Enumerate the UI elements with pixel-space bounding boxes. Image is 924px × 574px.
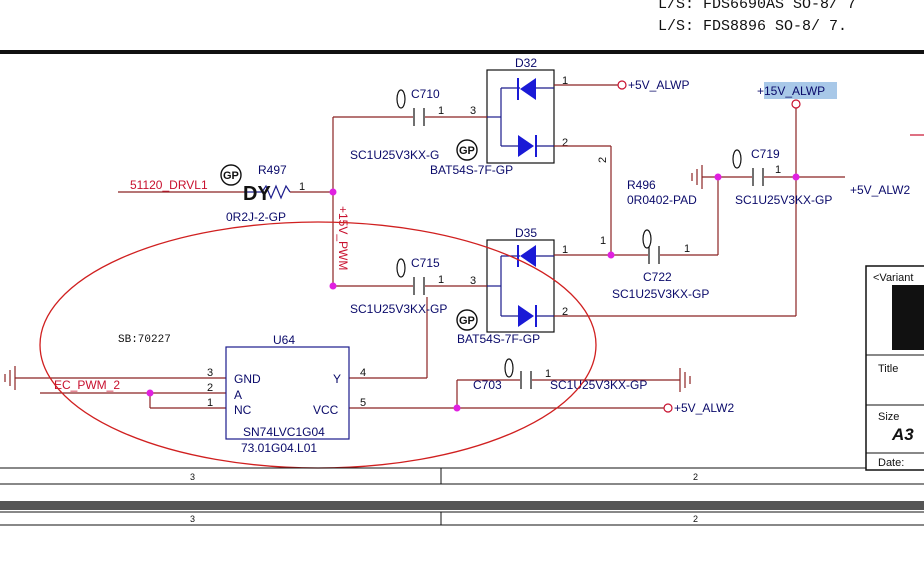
capacitor-c719[interactable] bbox=[752, 168, 764, 186]
sheet-frame-bottom bbox=[0, 467, 924, 526]
c719-pin1: 1 bbox=[775, 164, 781, 176]
frame-col-2-lower: 2 bbox=[693, 514, 698, 524]
d32-ref: D32 bbox=[515, 56, 537, 70]
d32-value: BAT54S-7F-GP bbox=[430, 163, 513, 177]
u64-pin2: 2 bbox=[207, 382, 213, 394]
r497-value: 0R2J-2-GP bbox=[226, 210, 286, 224]
frame-col-3-upper: 3 bbox=[190, 472, 195, 482]
frame-col-3-lower: 3 bbox=[190, 514, 195, 524]
u64-nc-label: NC bbox=[234, 403, 252, 417]
diode-d35[interactable] bbox=[486, 239, 555, 333]
r497-ref: R497 bbox=[258, 163, 287, 177]
titleblock-size: A3 bbox=[891, 425, 914, 444]
u64-a-label: A bbox=[234, 388, 242, 402]
c722-pin1: 1 bbox=[684, 243, 690, 255]
capacitor-c710[interactable] bbox=[413, 108, 425, 126]
r497-dy-label: DY bbox=[243, 183, 271, 205]
d35-pin1: 1 bbox=[562, 244, 568, 256]
u64-gnd-label: GND bbox=[234, 372, 261, 386]
c715-value: SC1U25V3KX-GP bbox=[350, 302, 447, 316]
svg-text:GP: GP bbox=[459, 315, 475, 327]
titleblock-variant: <Variant bbox=[873, 272, 913, 284]
c703-value: SC1U25V3KX-GP bbox=[550, 378, 647, 392]
u64-pin3: 3 bbox=[207, 367, 213, 379]
d35-pin2: 2 bbox=[562, 306, 568, 318]
capacitor-c703[interactable] bbox=[520, 371, 532, 389]
c722-value: SC1U25V3KX-GP bbox=[612, 287, 709, 301]
capacitor-c722[interactable] bbox=[648, 246, 660, 264]
diode-d32[interactable] bbox=[486, 69, 555, 164]
net-15v-pwm: +15V_PWM bbox=[336, 206, 350, 270]
c703-ref: C703 bbox=[473, 378, 502, 392]
d32-pin3: 3 bbox=[470, 105, 476, 117]
net-15v-alwp-highlight bbox=[764, 82, 837, 99]
titleblock-size-label: Size bbox=[878, 411, 899, 423]
d35-pin3: 3 bbox=[470, 275, 476, 287]
d32-pin2: 2 bbox=[562, 137, 568, 149]
titleblock-title: Title bbox=[878, 363, 898, 375]
c710-value: SC1U25V3KX-G bbox=[350, 148, 439, 162]
ground-symbol-c719 bbox=[691, 165, 703, 189]
ic-u64[interactable] bbox=[225, 346, 350, 440]
svg-text:GP: GP bbox=[459, 145, 475, 157]
net-ec-pwm: EC_PWM_2 bbox=[54, 378, 120, 392]
svg-text:GP: GP bbox=[223, 170, 239, 182]
u64-y-label: Y bbox=[333, 372, 341, 386]
gp-badge-ovals bbox=[396, 89, 742, 378]
c703-pin1: 1 bbox=[545, 368, 551, 380]
c719-ref: C719 bbox=[751, 147, 780, 161]
u64-ref: U64 bbox=[273, 333, 295, 347]
net-15v-alwp: +15V_ALWP bbox=[757, 84, 825, 98]
c710-ref: C710 bbox=[411, 87, 440, 101]
resistor-r497[interactable] bbox=[244, 184, 291, 200]
capacitor-c715[interactable] bbox=[413, 277, 425, 295]
d35-ref: D35 bbox=[515, 226, 537, 240]
frame-col-2-upper: 2 bbox=[693, 472, 698, 482]
net-5v-alw2-right: +5V_ALW2 bbox=[850, 183, 910, 197]
title-block bbox=[865, 134, 924, 471]
d35-value: BAT54S-7F-GP bbox=[457, 332, 540, 346]
r496-pin1: 1 bbox=[600, 235, 606, 247]
c710-pin1: 1 bbox=[438, 105, 444, 117]
gp-markers: GP GP GP bbox=[220, 139, 478, 331]
u64-partnumber: 73.01G04.L01 bbox=[241, 441, 317, 455]
u64-pin5: 5 bbox=[360, 397, 366, 409]
c719-value: SC1U25V3KX-GP bbox=[735, 193, 832, 207]
u64-value: SN74LVC1G04 bbox=[243, 425, 325, 439]
u64-pin1: 1 bbox=[207, 397, 213, 409]
titleblock-date: Date: bbox=[878, 457, 904, 469]
r496-pin2: 2 bbox=[597, 157, 609, 163]
wires bbox=[15, 84, 845, 409]
r496-ref: R496 bbox=[627, 178, 656, 192]
header-line-2: L/S: FDS8896 SO-8/ 7. bbox=[658, 18, 847, 35]
u64-vcc-label: VCC bbox=[313, 403, 339, 417]
d32-pin1: 1 bbox=[562, 75, 568, 87]
r497-pin1: 1 bbox=[299, 181, 305, 193]
net-5v-alwp: +5V_ALWP bbox=[628, 78, 689, 92]
net-5v-alw2-bottom: +5V_ALW2 bbox=[674, 401, 734, 415]
note-sb: SB:70227 bbox=[118, 334, 171, 346]
junctions bbox=[146, 173, 800, 412]
c715-ref: C715 bbox=[411, 256, 440, 270]
u64-pin4: 4 bbox=[360, 367, 366, 379]
ground-symbol-c703 bbox=[679, 368, 691, 392]
net-drvl1: 51120_DRVL1 bbox=[130, 178, 208, 192]
c722-ref: C722 bbox=[643, 270, 672, 284]
net-terminals bbox=[617, 80, 801, 413]
c715-pin1: 1 bbox=[438, 274, 444, 286]
ground-symbol-left bbox=[4, 366, 16, 390]
header-line-1: L/S: FDS6690AS SO-8/ 7 bbox=[658, 0, 856, 13]
r496-value: 0R0402-PAD bbox=[627, 193, 697, 207]
